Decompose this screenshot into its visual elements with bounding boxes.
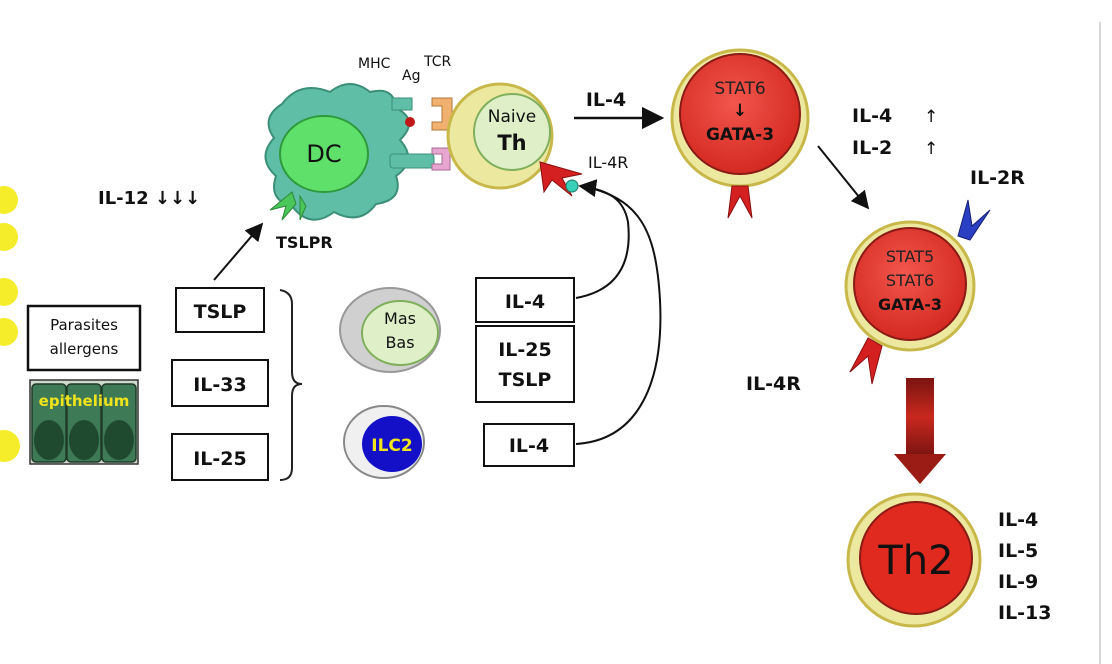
allergens-label: allergens: [50, 340, 119, 358]
il25-tslp-box: IL-25 TSLP: [475, 325, 575, 403]
il4-ligand-dot: [565, 179, 579, 193]
ilc2-il4-box: IL-4: [483, 423, 575, 467]
mas-bas-il4-label: IL-4: [505, 291, 545, 313]
epithelium-label: epithelium: [39, 392, 130, 410]
ag-label: Ag: [402, 68, 420, 84]
tslpr-label: TSLPR: [276, 233, 333, 252]
th2-cytokine-il5: IL-5: [998, 540, 1038, 562]
naive-th-cell: Naive Th: [446, 82, 583, 197]
parasites-allergens-box: Parasites allergens: [26, 304, 142, 372]
differentiation-arrow: [894, 378, 946, 484]
gata3-label-2: GATA-3: [878, 295, 942, 314]
mhc-label: MHC: [358, 56, 391, 72]
stat6-label: STAT6: [714, 79, 765, 99]
ilc2-label: ILC2: [371, 436, 412, 456]
stat5-label: STAT5: [886, 247, 934, 266]
th2-cytokine-il13: IL-13: [998, 602, 1052, 624]
th2-cell: Th2: [846, 492, 982, 628]
ilc2-il4-label: IL-4: [509, 435, 549, 457]
tcr-complex: [431, 97, 453, 171]
stat5-il4r-receptor-icon: [849, 337, 883, 385]
tslp-to-tslpr-arrow: [213, 222, 264, 281]
il4r-label: IL-4R: [746, 373, 801, 395]
th2-cytokine-il9: IL-9: [998, 571, 1038, 593]
il4-arrow-label: IL-4: [586, 89, 626, 111]
stat6-to-stat5-arrow: [817, 145, 870, 210]
tslp-label: TSLP: [194, 301, 247, 323]
dc-label: DC: [306, 140, 341, 168]
il12-label: IL-12 ↓↓↓: [98, 188, 200, 209]
th2-label: Th2: [877, 538, 953, 584]
tslp-output-label: TSLP: [499, 369, 552, 391]
mas-bas-il4-box: IL-4: [475, 277, 575, 323]
th2-cytokine-il4: IL-4: [998, 509, 1038, 531]
tcr-label: TCR: [423, 54, 452, 70]
naive-label: Naive: [488, 107, 536, 127]
tslpr-receptor-icon: [269, 191, 297, 221]
mas-label: Mas: [384, 309, 416, 328]
il2r-label: IL-2R: [970, 167, 1025, 189]
ilc2-cell: ILC2: [343, 405, 425, 479]
parasites-label: Parasites: [50, 316, 118, 334]
il4-up-arrow: ↑: [924, 107, 938, 127]
tslp-box: TSLP: [175, 287, 265, 333]
antigen-dot: [405, 117, 415, 127]
dendritic-cell: DC: [264, 83, 435, 221]
il2-up-label: IL-2: [852, 137, 892, 159]
stat5-stat6-gata3-cell: STAT5 STAT6 GATA-3: [844, 199, 991, 385]
il25-box: IL-25: [171, 433, 269, 481]
th2-cytokine-list: IL-4 IL-5 IL-9 IL-13: [998, 509, 1052, 624]
il33-label: IL-33: [193, 374, 247, 396]
bas-label: Bas: [385, 333, 414, 352]
il25-output-label: IL-25: [498, 339, 552, 361]
ilc2-il4-to-il4r-arrow: [575, 185, 662, 445]
gata3-label: GATA-3: [706, 125, 774, 145]
il2-up-arrow: ↑: [924, 139, 938, 159]
stat6-gata3-cell: STAT6 ↓ GATA-3: [670, 48, 810, 219]
naive-il4r-label: IL-4R: [588, 153, 628, 172]
il2r-receptor-icon: [957, 199, 991, 241]
il4-up-label: IL-4: [852, 105, 892, 127]
stat6-label-2: STAT6: [886, 271, 934, 290]
yellow-dots-decoration: [0, 186, 20, 462]
stat6-il4r-receptor-icon: [727, 185, 753, 219]
il4r-receptor-icon: [539, 161, 583, 197]
stat6-arrow: ↓: [733, 101, 747, 121]
epithelium-layer: epithelium: [29, 379, 139, 465]
cytokine-bracket: [279, 289, 303, 481]
il25-label: IL-25: [193, 448, 247, 470]
mas-bas-il4-to-il4r-arrow: [575, 179, 630, 299]
th-label: Th: [497, 131, 526, 155]
il33-box: IL-33: [171, 359, 269, 407]
mast-basophil-cell: Mas Bas: [339, 287, 441, 373]
